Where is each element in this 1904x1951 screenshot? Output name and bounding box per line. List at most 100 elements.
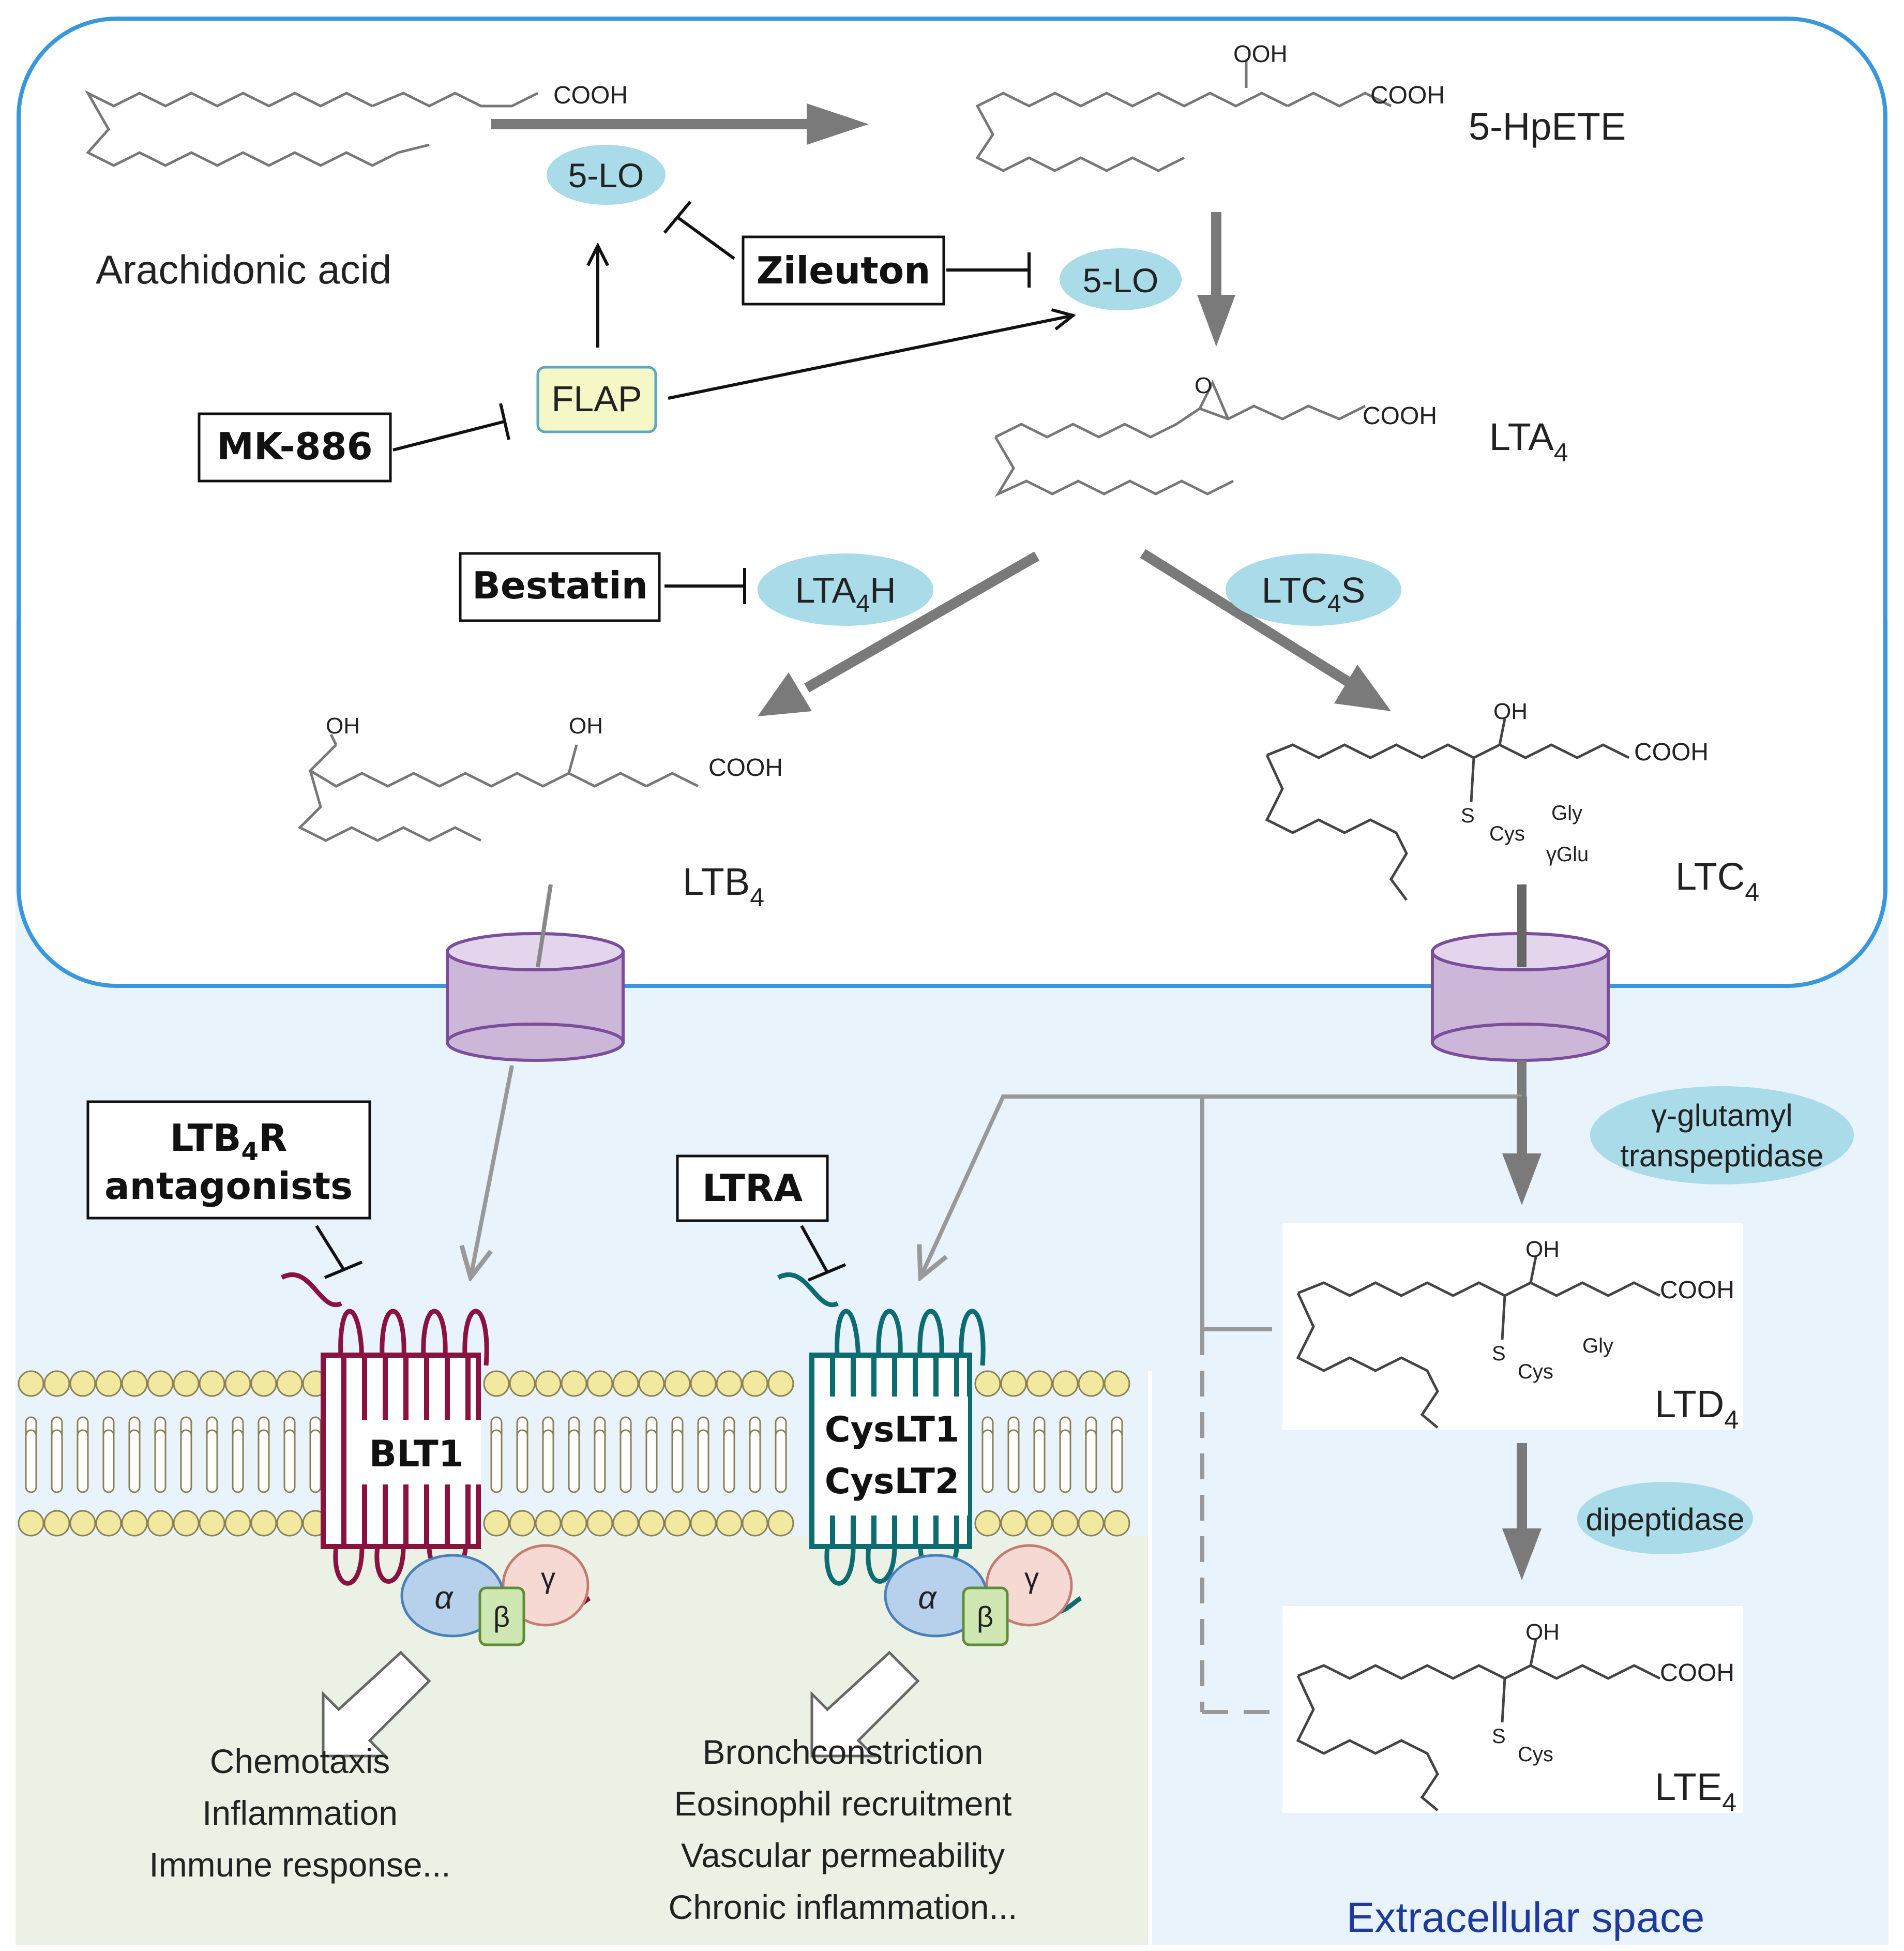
lipid-head [690,1370,717,1397]
lipid-head [638,1370,665,1397]
arachidonic-acid-structure [84,90,539,167]
ltb4-oh-group-1: OH [326,713,360,739]
lipid-head [638,1510,665,1537]
blt1-label-bg [352,1420,481,1484]
lipid-head [561,1370,587,1397]
lipid-head [612,1370,639,1397]
lipid-head [1052,1510,1079,1537]
lipid-head [509,1370,536,1397]
lipid-head [173,1370,200,1397]
blt1-g-beta: β [493,1600,510,1633]
lipid-tail [542,1429,554,1493]
lipid-tail [619,1429,632,1493]
lipid-tail [154,1429,167,1493]
cyslt-effect-vascular: Vascular permeability [681,1836,1005,1874]
aa-cooh-group: COOH [553,82,628,109]
ltb4-oh-group-2: OH [569,713,603,739]
mk886-box [198,412,392,483]
ltc4-to-cyslt-arrow [920,1094,1522,1278]
lipid-head [69,1510,96,1537]
lipid-tail [128,1429,141,1493]
ggt-enzyme [1590,1086,1854,1184]
aa-to-hpete-arrowhead [807,103,869,145]
lipid-head [121,1510,148,1537]
lipid-head [716,1510,743,1537]
lipid-head [1104,1510,1130,1537]
lipid-tail [102,1429,115,1493]
lipid-head [95,1370,122,1397]
lta4-structure [994,380,1366,497]
hpete-structure [975,59,1392,172]
mk886-inhibit-flap [392,420,505,452]
cyslt-signal-arrow [810,1650,920,1758]
lta4-to-ltb4-arrow [804,551,1039,693]
zileuton-inhibit-bar-top [663,201,692,234]
lipid-head [199,1510,225,1537]
lta4-label: LTA4 [1489,415,1568,467]
lte4-structure [1296,1639,1661,1811]
cyslt-effect-bronch: Bronchconstriction [703,1733,984,1771]
lte4-s-atom: S [1492,1725,1506,1748]
lipid-tail [1007,1429,1020,1493]
lipid-head [974,1510,1001,1537]
cyslt1-label: CysLT1 [825,1409,959,1450]
ltb4r-inhibit-line [315,1225,345,1271]
lipid-head [561,1510,587,1537]
lipid-tail [981,1429,994,1493]
lipid-head [535,1370,562,1397]
cyslt2-label: CysLT2 [825,1461,959,1502]
flap-label: FLAP [551,379,642,419]
lipid-tail [283,1429,296,1493]
hpete-cooh-group: COOH [1370,82,1445,109]
lipid-head [690,1510,717,1537]
lipid-tail [697,1429,709,1493]
lipid-tail [1111,1429,1123,1493]
lipid-head [612,1510,639,1537]
blt1-signal-arrow [322,1650,431,1758]
bestatin-box [459,552,661,622]
lta4h-enzyme [758,553,933,626]
ltb4r-antagonists-box [86,1100,371,1220]
lipid-tail [1085,1429,1097,1493]
lipid-head [250,1510,277,1537]
lipid-head [1000,1370,1027,1397]
zileuton-label: Zileuton [757,249,931,292]
blt1-label: BLT1 [369,1433,464,1475]
lipid-head [1104,1370,1130,1397]
dipeptidase-enzyme [1577,1482,1753,1554]
five-lo-label: 5-LO [1083,261,1159,299]
lipid-head [664,1510,691,1537]
ltb4-export-line [536,884,553,968]
lipid-tail [206,1429,218,1493]
lipid-head [224,1370,251,1397]
ltb4-cooh-group: COOH [708,754,783,782]
lte4-label: LTE4 [1655,1765,1736,1817]
blt1-effect-immune: Immune response... [149,1845,450,1884]
lipid-head [1000,1510,1027,1537]
lipid-head [224,1510,251,1537]
ltra-inhibit-line [800,1225,829,1273]
ggt-label-line1: γ-glutamyl [1651,1098,1792,1133]
cyslt-g-alpha: α [918,1580,937,1616]
lipid-tail [645,1429,658,1493]
ltra-inhibit-bar [807,1263,847,1282]
lipid-head [664,1370,691,1397]
five-lo-enzyme-top [547,145,666,205]
plasma-membrane [18,1370,1130,1537]
cyslt-effect-chronic: Chronic inflammation... [669,1888,1018,1926]
lipid-tail [568,1429,580,1493]
ltd4-panel [1282,1223,1743,1430]
blt1-g-gamma: γ [541,1562,555,1594]
lipid-head [69,1370,96,1397]
lipid-tail [775,1429,787,1493]
cyslt-g-protein [884,1544,1073,1646]
lipid-tail [25,1429,37,1493]
ltd4-structure [1296,1256,1661,1429]
lipid-head [1026,1510,1053,1537]
lipid-head [742,1370,768,1397]
lipid-tail [232,1429,244,1493]
lipid-head [43,1370,70,1397]
five-lo-label-top: 5-LO [568,156,644,194]
